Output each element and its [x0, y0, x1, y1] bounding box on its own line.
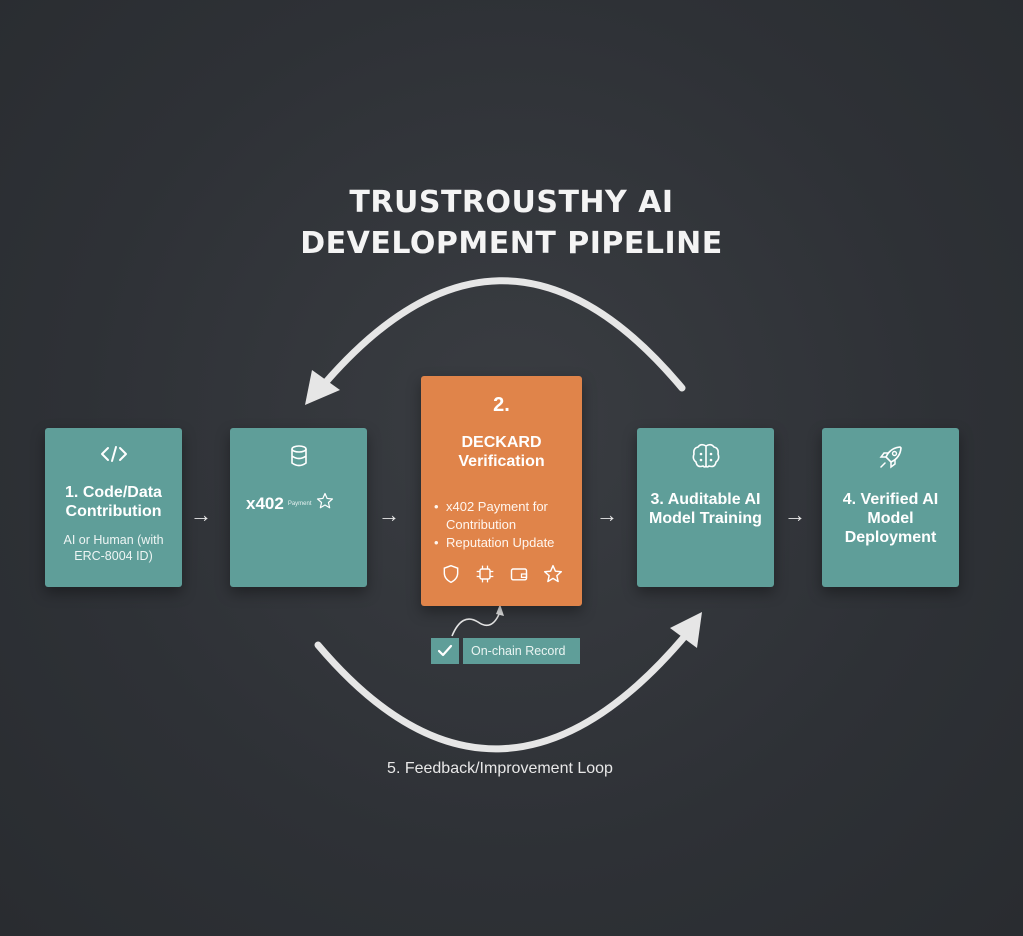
- page-title-line1: TRUSTROUSTHY AI: [349, 185, 674, 220]
- step-deckard-verification: 2. DECKARD Verification x402 Payment for…: [421, 376, 582, 606]
- bottom-loop-arrow: [314, 626, 694, 753]
- bullet-reputation: Reputation Update: [434, 534, 584, 552]
- x402-label: x402: [246, 493, 284, 513]
- check-icon: [431, 638, 459, 664]
- star-icon: [543, 564, 563, 589]
- step3-title: 3. Auditable AI Model Training: [649, 491, 762, 527]
- feedback-loop-label: 5. Feedback/Improvement Loop: [387, 760, 613, 777]
- page-title-line2: DEVELOPMENT PIPELINE: [300, 226, 723, 261]
- step-x402-payment: x402 Payment: [230, 428, 367, 587]
- flow-arrow-1: →: [190, 502, 212, 527]
- star-icon: [316, 492, 334, 515]
- rocket-icon: [822, 442, 959, 472]
- deckard-icon-row: [421, 564, 582, 589]
- step-verified-deployment: 4. Verified AI Model Deployment: [822, 428, 959, 587]
- database-icon: [230, 444, 367, 468]
- chip-icon: [475, 564, 495, 589]
- flow-arrow-3: →: [596, 502, 618, 527]
- step-auditable-training: 3. Auditable AI Model Training: [637, 428, 774, 587]
- wallet-icon: [509, 564, 529, 589]
- bottom-loop-arrowhead: [670, 612, 702, 648]
- top-loop-arrow: [311, 277, 686, 399]
- step4-title: 4. Verified AI Model Deployment: [842, 491, 939, 546]
- shield-icon: [441, 564, 461, 589]
- step2-bullets: x402 Payment for Contribution Reputation…: [434, 498, 584, 552]
- step-code-data-contribution: 1. Code/Data Contribution AI or Human (w…: [45, 428, 182, 587]
- brain-icon: [637, 442, 774, 470]
- top-loop-arrowhead: [305, 370, 340, 405]
- step2-title: DECKARD Verification: [458, 434, 545, 470]
- x402-tiny-text: Payment: [287, 500, 312, 507]
- onchain-record: On-chain Record: [431, 638, 580, 664]
- step2-number: 2.: [493, 394, 510, 416]
- step1-subtitle: AI or Human (with ERC-8004 ID): [63, 533, 164, 563]
- record-link-arrow: [451, 611, 501, 637]
- flow-arrow-2: →: [378, 502, 400, 527]
- flow-arrow-4: →: [784, 502, 806, 527]
- code-icon: [45, 444, 182, 464]
- step1-title: 1. Code/Data Contribution: [65, 484, 162, 520]
- onchain-record-label: On-chain Record: [463, 638, 580, 664]
- bullet-payment: x402 Payment for Contribution: [434, 498, 584, 534]
